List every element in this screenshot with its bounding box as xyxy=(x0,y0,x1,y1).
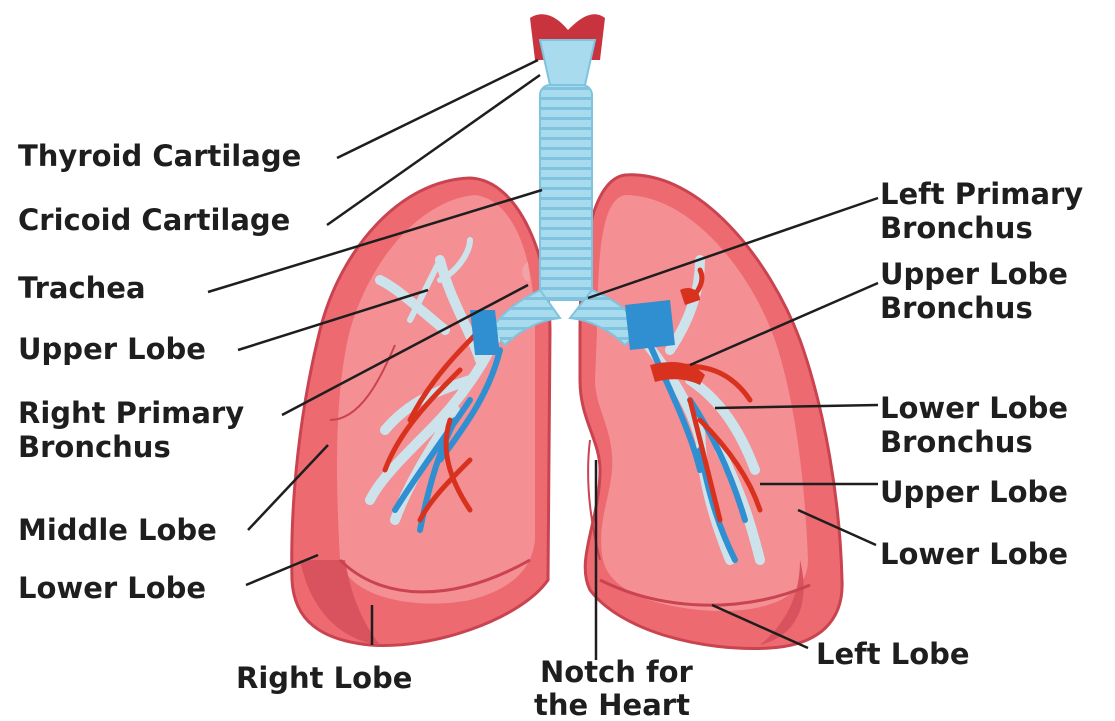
left-lung xyxy=(580,175,842,649)
label-left-lobe: Left Lobe xyxy=(816,637,970,671)
label-upper-lobe-bronchus-line2: Bronchus xyxy=(880,291,1033,325)
label-right-upper-lobe: Upper Lobe xyxy=(18,332,206,366)
label-left-lower-lobe: Lower Lobe xyxy=(880,537,1068,571)
label-left-upper-lobe: Upper Lobe xyxy=(880,475,1068,509)
label-left-primary-bronchus-line1: Left Primary xyxy=(880,177,1083,211)
label-right-lobe: Right Lobe xyxy=(236,661,412,695)
leader-thyroid-cartilage xyxy=(337,60,538,158)
label-right-primary-bronchus-line2: Bronchus xyxy=(18,430,171,464)
label-cricoid-cartilage: Cricoid Cartilage xyxy=(18,203,290,237)
label-notch-heart-line1: Notch for xyxy=(540,655,694,689)
label-left-primary-bronchus-line2: Bronchus xyxy=(880,211,1033,245)
label-notch-heart-line2: the Heart xyxy=(534,688,690,721)
label-upper-lobe-bronchus-line1: Upper Lobe xyxy=(880,257,1068,291)
label-trachea: Trachea xyxy=(18,271,146,305)
label-lower-lobe-bronchus-line1: Lower Lobe xyxy=(880,391,1068,425)
label-middle-lobe: Middle Lobe xyxy=(18,513,217,547)
lungs-illustration xyxy=(292,14,842,648)
label-right-primary-bronchus-line1: Right Primary xyxy=(18,396,244,430)
label-thyroid-cartilage: Thyroid Cartilage xyxy=(18,139,301,173)
label-lower-lobe-bronchus-line2: Bronchus xyxy=(880,425,1033,459)
label-right-lower-lobe: Lower Lobe xyxy=(18,571,206,605)
